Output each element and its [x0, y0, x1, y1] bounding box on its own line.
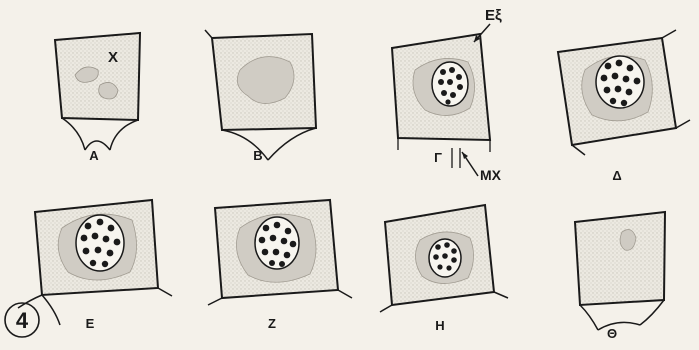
- label-x: Χ: [108, 49, 118, 66]
- label-mx: ΜΧ: [480, 167, 502, 183]
- cell-panel-g: Εξ ΜΧ Γ: [392, 7, 502, 183]
- panel-label-th: Θ: [607, 326, 617, 341]
- cell-panel-e: Ε: [18, 200, 172, 331]
- panel-label-z: Ζ: [268, 316, 276, 331]
- nucleus: [432, 62, 468, 106]
- wall-double-line: [398, 138, 490, 168]
- nucleus: [429, 239, 461, 277]
- cell-panel-b: Β: [205, 30, 316, 163]
- panel-label-d: Δ: [612, 168, 621, 183]
- figure-number-badge: 4: [5, 303, 39, 337]
- nucleus: [76, 215, 124, 271]
- cell-panel-d: Δ: [558, 30, 690, 183]
- panel-label-b: Β: [253, 148, 262, 163]
- nucleus: [255, 217, 299, 269]
- figure-number: 4: [16, 308, 29, 333]
- panel-label-a: Α: [89, 148, 99, 163]
- panel-label-e: Ε: [86, 316, 95, 331]
- cell-panel-th: Θ: [575, 212, 665, 341]
- cell-panel-z: Ζ: [208, 200, 352, 331]
- cell-wall: [575, 212, 665, 305]
- label-exo: Εξ: [485, 7, 502, 24]
- nucleus: [596, 56, 644, 108]
- cell-panel-a: Χ Α: [55, 33, 140, 163]
- adjacent-cell-wall: [62, 118, 138, 150]
- panel-label-h: Η: [435, 318, 444, 333]
- arrow-mx-head: [462, 152, 468, 159]
- panel-label-g: Γ: [434, 150, 442, 165]
- cell-panel-h: Η: [380, 205, 508, 333]
